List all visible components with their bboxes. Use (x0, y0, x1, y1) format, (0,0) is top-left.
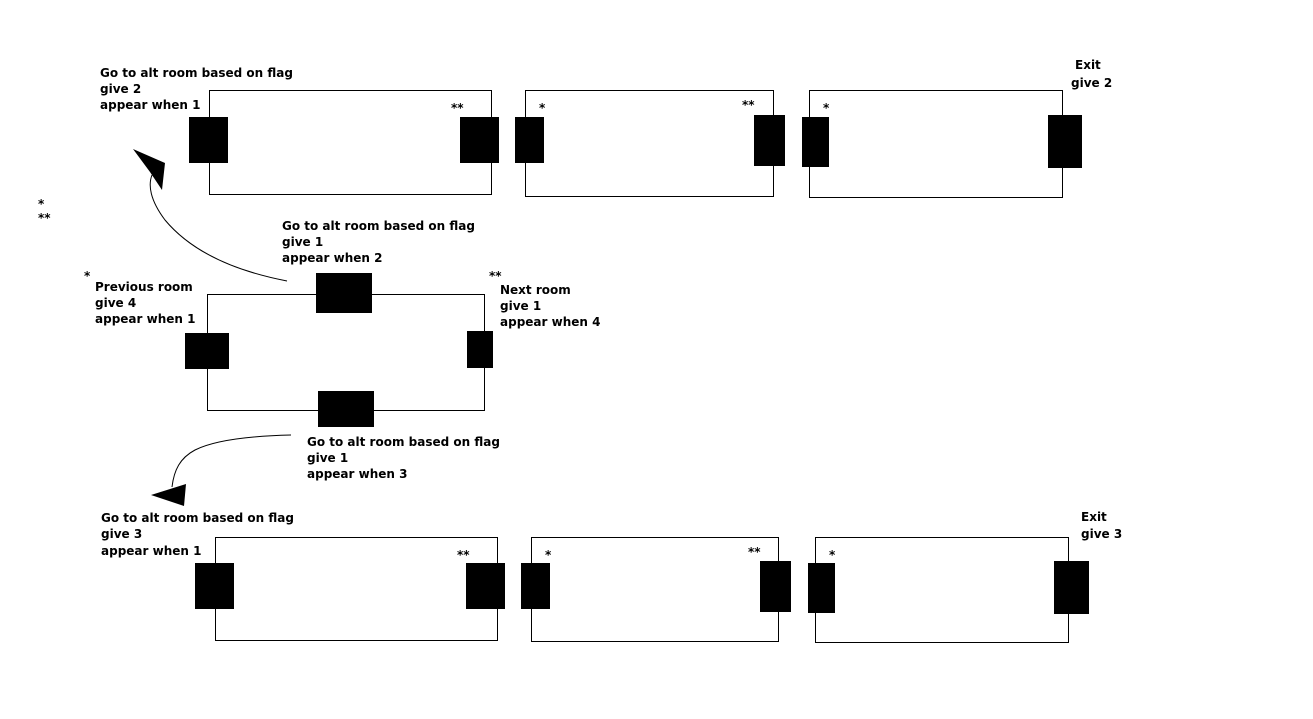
middle-right-label-line1: Next room (500, 283, 571, 297)
bottom-room-3-mark: * (829, 548, 836, 562)
top-room-1-right-door (460, 117, 499, 163)
top-room-1-left-door (189, 117, 228, 163)
legend-single-star: * (38, 197, 45, 211)
middle-bottom-label-line2: give 1 (307, 451, 348, 465)
bottom-exit-label-line2: give 3 (1081, 527, 1122, 541)
bottom-room-2-left-mark: * (545, 548, 552, 562)
bottom-room-1-left-door (195, 563, 234, 609)
bottom-alt-label-line3: appear when 1 (101, 544, 201, 558)
top-exit-label-line2: give 2 (1071, 76, 1112, 90)
middle-top-label-line3: appear when 2 (282, 251, 382, 265)
bottom-exit-label-line1: Exit (1081, 510, 1107, 524)
bottom-room-1-right-door (466, 563, 505, 609)
middle-left-label-line3: appear when 1 (95, 312, 195, 326)
top-row: Go to alt room based on flag give 2 appe… (100, 58, 1112, 198)
middle-left-mark: * (84, 269, 91, 283)
legend-double-star: ** (38, 211, 51, 225)
top-room-1-mark: ** (451, 101, 464, 115)
middle-right-mark: ** (489, 269, 502, 283)
bottom-room-1-mark: ** (457, 548, 470, 562)
top-alt-label-line2: give 2 (100, 82, 141, 96)
top-room-1 (209, 90, 492, 195)
top-alt-label-line1: Go to alt room based on flag (100, 66, 293, 80)
bottom-room-3-left-door (808, 563, 835, 613)
middle-bottom-door (318, 391, 374, 427)
bottom-alt-label-line2: give 3 (101, 527, 142, 541)
bottom-room-2-right-mark: ** (748, 545, 761, 559)
top-room-2-left-mark: * (539, 101, 546, 115)
top-room-2-right-mark: ** (742, 98, 755, 112)
middle-top-label-line1: Go to alt room based on flag (282, 219, 475, 233)
top-room-3-left-door (802, 117, 829, 167)
middle-left-label-line1: Previous room (95, 280, 193, 294)
middle-bottom-label-line1: Go to alt room based on flag (307, 435, 500, 449)
top-room-2-left-door (515, 117, 544, 163)
bottom-room-3 (815, 537, 1069, 643)
middle-left-label-line2: give 4 (95, 296, 136, 310)
middle-right-door (467, 331, 493, 368)
bottom-room-2 (531, 537, 779, 642)
bottom-row: Go to alt room based on flag give 3 appe… (101, 510, 1122, 643)
bottom-room-1 (215, 537, 498, 641)
middle-top-label-line2: give 1 (282, 235, 323, 249)
top-room-2-right-door (754, 115, 785, 166)
top-room-2 (525, 90, 774, 197)
arrow-up (133, 149, 288, 282)
arrow-down (151, 434, 292, 506)
middle-right-label-line2: give 1 (500, 299, 541, 313)
bottom-room-3-exit-door (1054, 561, 1089, 614)
bottom-room-2-left-door (521, 563, 550, 609)
bottom-room-2-right-door (760, 561, 791, 612)
top-room-3 (809, 90, 1063, 198)
middle-bottom-label-line3: appear when 3 (307, 467, 407, 481)
middle-top-door (316, 273, 372, 313)
middle-room-group: Go to alt room based on flag give 1 appe… (84, 219, 600, 481)
top-alt-label-line3: appear when 1 (100, 98, 200, 112)
middle-right-label-line3: appear when 4 (500, 315, 600, 329)
top-exit-label-line1: Exit (1075, 58, 1101, 72)
top-room-3-exit-door (1048, 115, 1082, 168)
bottom-alt-label-line1: Go to alt room based on flag (101, 511, 294, 525)
top-room-3-mark: * (823, 101, 830, 115)
middle-left-door (185, 333, 229, 369)
